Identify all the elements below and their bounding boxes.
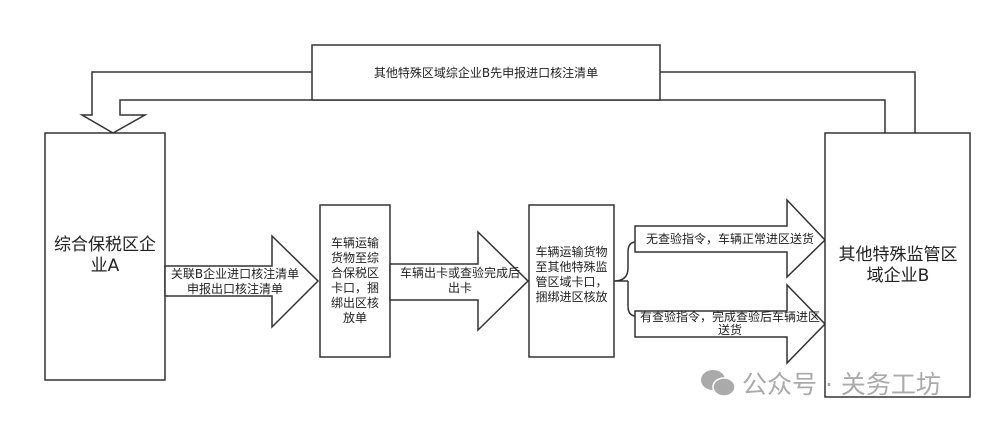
box-3-label: 车辆运输货物至其他特殊监管区域卡口，捆绑进区核放 xyxy=(535,245,608,304)
box-2-label: 车辆运输货物至综合保税区卡口，捆绑出区核放单 xyxy=(330,236,379,325)
box-a-label: 综合保税区企业A xyxy=(54,235,156,277)
arrow-2 xyxy=(389,230,530,332)
box-b-label: 其他特殊监管区域企业B xyxy=(838,245,958,287)
arrow-3-label: 无查验指令，车辆正常进区送货 xyxy=(645,232,814,246)
arrow-4 xyxy=(634,283,827,365)
box-b xyxy=(824,132,971,398)
wechat-icon xyxy=(701,370,736,397)
top-banner-label: 其他特殊区域综企业B先申报进口核注清单 xyxy=(373,66,599,80)
arrow-4-label: 有查验指令，完成查验后车辆进区送货 xyxy=(640,310,821,338)
watermark: 公众号 · 关务工坊 xyxy=(700,365,941,401)
box-a xyxy=(44,132,166,381)
top-banner-box xyxy=(311,44,661,101)
arrow-3 xyxy=(634,198,827,279)
brace xyxy=(613,241,637,317)
box-2 xyxy=(319,204,391,358)
arrow-1-label: 关联B企业进口核注清单申报出口核注清单 xyxy=(170,267,300,296)
arrow-1 xyxy=(164,234,320,329)
box-3 xyxy=(528,204,615,358)
watermark-text: 公众号 · 关务工坊 xyxy=(742,370,941,399)
arrow-2-label: 车辆出卡或查验完成后出卡 xyxy=(399,266,520,295)
